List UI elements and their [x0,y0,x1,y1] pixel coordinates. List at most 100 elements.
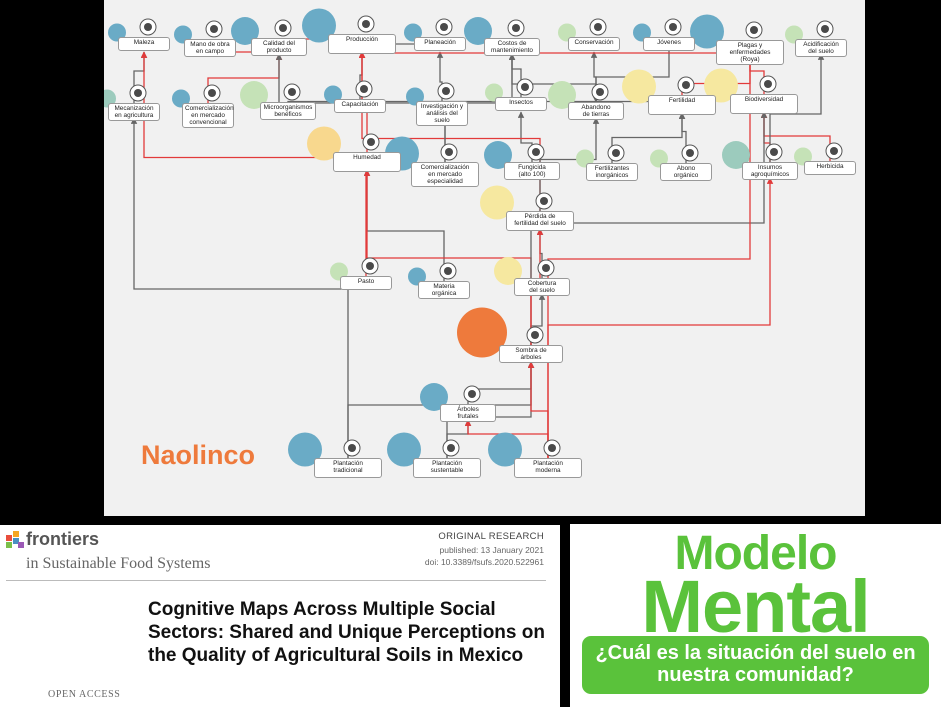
node-label-fungicida: Fungicida (alto 100) [504,162,560,180]
node-glyph-perdida-icon [540,197,548,205]
node-circle-fertilidad [622,69,656,104]
node-label-calidad: Calidad del producto [251,38,307,56]
node-glyph-planeacion-icon [440,23,448,31]
node-glyph-biodiversidad-icon [764,80,772,88]
mental-heading: Mental [641,565,870,648]
edge-insumos-to-acidificacion [769,53,825,170]
node-label-humedad: Humedad [333,152,401,172]
node-label-plmod: Plantación moderna [514,458,582,478]
paper-header-card: frontiers in Sustainable Food Systems OR… [0,525,560,707]
cognitive-map-svg [104,8,843,468]
journal-name: in Sustainable Food Systems [26,555,211,572]
node-glyph-humedad-icon [367,138,375,146]
node-glyph-sombra-icon [531,331,539,339]
node-circle-humedad [307,126,341,161]
node-circle-plmod [488,432,522,467]
node-label-mano: Mano de obra en campo [184,39,236,57]
edge-materia-to-humedad [363,169,445,288]
node-glyph-abonoorg-icon [686,149,694,157]
node-label-perdida: Pérdida de fertilidad del suelo [506,211,574,231]
node-glyph-jovenes-icon [669,23,677,31]
node-label-microorg: Microorganismos benéficos [260,102,316,120]
node-label-abandono: Abandono de tierras [568,102,624,120]
edge-plmod-to-plagas [547,57,754,468]
node-label-jovenes: Jóvenes [643,37,695,51]
node-glyph-pltrad-icon [348,444,356,452]
node-label-comconv: Comercialización en mercado convencional [182,103,234,128]
node-label-fertilidad: Fertilidad [648,95,716,115]
node-glyph-insectos-icon [521,83,529,91]
modelo-heading: Modelo [674,527,838,580]
node-glyph-maleza-icon [144,23,152,31]
edge-investigacion-to-planeacion [436,51,444,108]
node-glyph-cobertura-icon [542,264,550,272]
node-label-sombra: Sombra de árboles [499,345,563,363]
node-circle-produccion [302,8,336,43]
node-glyph-costos-icon [512,24,520,32]
node-glyph-herbicida-icon [830,147,838,155]
open-access-label: OPEN ACCESS [48,689,121,700]
node-label-maleza: Maleza [118,37,170,51]
node-label-capacitacion: Capacitación [334,99,386,113]
node-circle-sombra [457,307,507,358]
node-glyph-calidad-icon [279,24,287,32]
node-label-cobertura: Cobertura del suelo [514,278,570,296]
node-glyph-investigacion-icon [442,87,450,95]
node-label-costos: Costos de mantenimiento [484,38,540,56]
node-circle-plagas [690,14,724,49]
node-glyph-plagas-icon [750,26,758,34]
node-glyph-fertilidad-icon [682,81,690,89]
node-label-acidificacion: Acidificación del suelo [795,39,847,57]
node-circle-perdida [480,185,514,220]
node-label-planeacion: Planeación [414,37,466,51]
node-label-plsust: Plantación sustentable [413,458,481,478]
node-circle-biodiversidad [704,68,738,103]
node-label-plagas: Plagas y enfermedades (Roya) [716,40,784,65]
node-glyph-insumos-icon [770,148,778,156]
node-glyph-comconv-icon [208,89,216,97]
node-glyph-fungicida-icon [532,148,540,156]
node-glyph-acidificacion-icon [821,25,829,33]
node-glyph-materia-icon [444,267,452,275]
node-label-comespec: Comercialización en mercado especialidad [411,162,479,187]
paper-title: Cognitive Maps Across Multiple Social Se… [148,599,545,666]
node-label-mecanizacion: Mecanización en agricultura [108,103,160,121]
node-label-insumos: Insumos agroquímicos [742,162,798,180]
modelo-mental-card: Modelo Mental ¿Cuál es la situación del … [570,524,941,707]
node-label-pasto: Pasto [340,276,392,290]
node-glyph-produccion-icon [362,20,370,28]
node-label-herbicida: Herbicida [804,161,856,175]
region-label: Naolinco [141,440,256,470]
article-type: ORIGINAL RESEARCH [438,531,544,542]
node-label-fertinorg: Fertilizantes inorgánicos [586,163,638,181]
node-glyph-microorg-icon [288,88,296,96]
node-label-pltrad: Plantación tradicional [314,458,382,478]
node-label-insectos: Insectos [495,97,547,111]
node-glyph-pasto-icon [366,262,374,270]
frontiers-logo-icon [6,531,24,548]
node-circle-mecanizacion [104,89,116,108]
cognitive-map-panel: Maleza Mano de obra en campo Calidad del p… [104,0,865,516]
edge-pltrad-to-mecanizacion [130,117,349,468]
node-glyph-conservacion-icon [594,23,602,31]
node-glyph-plmod-icon [548,444,556,452]
node-glyph-mano-icon [210,25,218,33]
node-label-abonoorg: Abono orgánico [660,163,712,181]
doi-text: doi: 10.3389/fsufs.2020.522961 [424,557,544,567]
published-date: published: 13 January 2021 [439,545,544,555]
node-glyph-comespec-icon [445,148,453,156]
node-label-produccion: Producción [328,34,396,54]
edge-fertinorg-to-fertilidad [611,112,686,170]
node-glyph-capacitacion-icon [360,85,368,93]
node-label-biodiversidad: Biodiversidad [730,94,798,114]
node-circle-plsust [387,432,421,467]
node-circle-pltrad [288,432,322,467]
node-label-conservacion: Conservación [568,37,620,51]
node-label-investigacion: Investigación y análisis del suelo [416,101,468,126]
question-banner: ¿Cuál es la situación del suelo en nuest… [582,636,929,694]
node-label-arboles: Árboles frutales [440,404,496,422]
edge-comespec-to-costos [444,53,516,172]
node-glyph-fertinorg-icon [612,149,620,157]
edge-perdida-to-produccion [358,51,541,221]
header-divider [6,580,546,581]
